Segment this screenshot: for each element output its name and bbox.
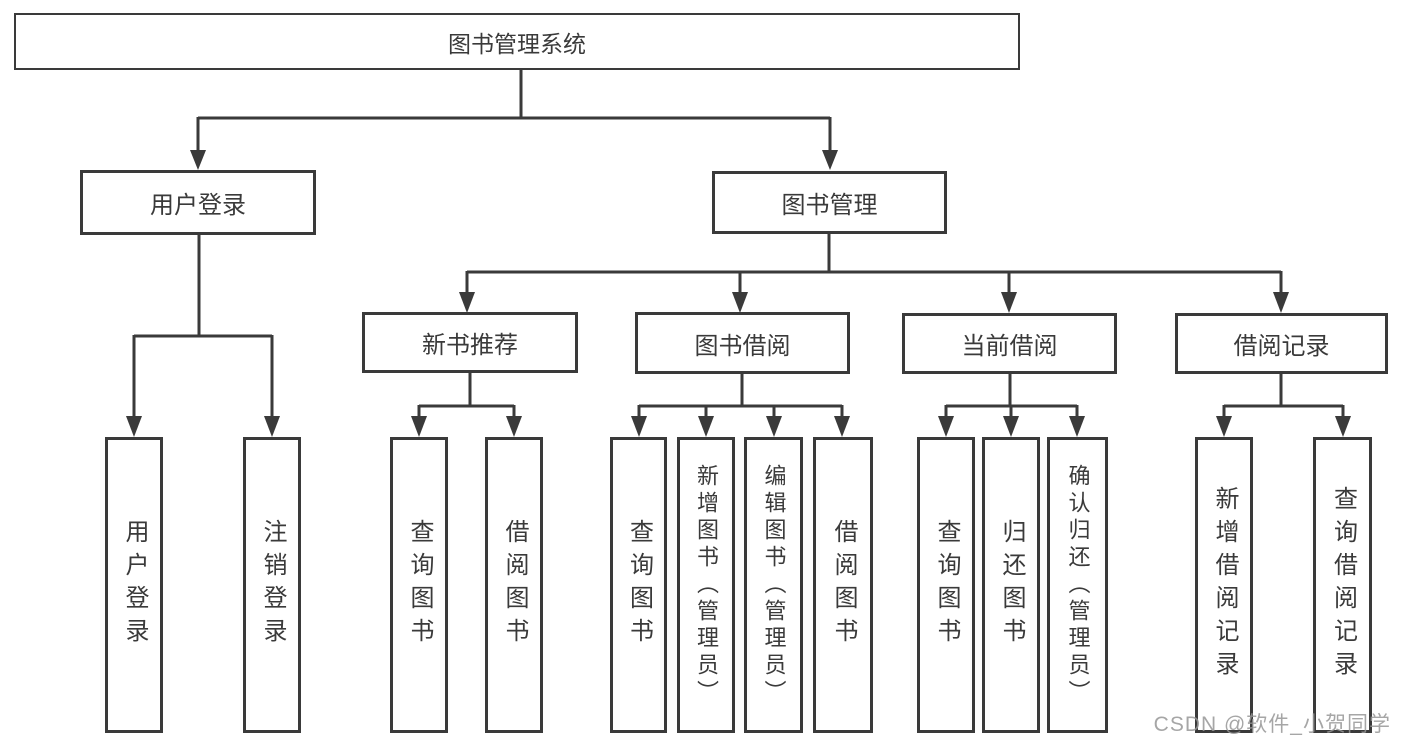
node-label: 图书管理	[781, 192, 878, 219]
leaf-user-login: 用户登录	[105, 437, 163, 733]
leaf-current-query-book: 查询图书	[917, 437, 975, 733]
leaf-label: 确认归还（管理员）	[1065, 463, 1091, 707]
leaf-new-book-borrow-book: 借阅图书	[485, 437, 543, 733]
node-new-book-recommend: 新书推荐	[362, 312, 578, 373]
edges-book-borrow-to-leaves	[631, 374, 850, 437]
leaf-label: 借阅图书	[501, 519, 528, 651]
edges-current-borrow-to-leaves	[938, 374, 1085, 437]
edges-root-to-level1	[190, 70, 838, 170]
leaf-return-book: 归还图书	[982, 437, 1040, 733]
leaf-borrow-borrow-book: 借阅图书	[813, 437, 873, 733]
node-borrow-record: 借阅记录	[1175, 313, 1388, 374]
leaf-label: 借阅图书	[830, 519, 857, 651]
leaf-label: 归还图书	[998, 519, 1025, 651]
leaf-label: 查询图书	[406, 519, 433, 651]
edges-borrow-record-to-leaves	[1216, 374, 1351, 437]
leaf-label: 新增图书（管理员）	[694, 463, 719, 707]
edges-new-book-to-leaves	[411, 373, 522, 437]
leaf-edit-book-admin: 编辑图书（管理员）	[744, 437, 803, 733]
leaf-label: 查询图书	[933, 519, 960, 651]
leaf-logout-login: 注销登录	[243, 437, 301, 733]
node-book-management: 图书管理	[712, 171, 947, 234]
leaf-new-book-query-book: 查询图书	[390, 437, 448, 733]
leaf-label: 注销登录	[259, 519, 286, 651]
leaf-label: 查询借阅记录	[1329, 486, 1357, 684]
node-label: 用户登录	[150, 192, 246, 219]
node-label: 图书管理系统	[448, 30, 586, 57]
node-book-borrow: 图书借阅	[635, 312, 850, 374]
edges-user-login-to-leaves	[126, 235, 280, 437]
leaf-add-borrow-record: 新增借阅记录	[1195, 437, 1253, 733]
leaf-label: 查询图书	[625, 519, 653, 651]
node-label: 借阅记录	[1233, 333, 1330, 360]
node-label: 新书推荐	[422, 332, 518, 359]
leaf-label: 编辑图书（管理员）	[761, 463, 787, 707]
csdn-watermark: CSDN @软件_小贺同学	[1153, 713, 1391, 736]
leaf-add-book-admin: 新增图书（管理员）	[677, 437, 735, 733]
leaf-label: 新增借阅记录	[1211, 486, 1238, 684]
node-user-login: 用户登录	[80, 170, 316, 235]
node-label: 图书借阅	[694, 332, 791, 360]
node-current-borrow: 当前借阅	[902, 313, 1117, 374]
leaf-query-borrow-record: 查询借阅记录	[1313, 437, 1372, 733]
leaf-label: 用户登录	[121, 519, 148, 651]
edges-book-management-to-level2	[459, 234, 1289, 313]
leaf-confirm-return-admin: 确认归还（管理员）	[1047, 437, 1108, 733]
leaf-borrow-query-book: 查询图书	[610, 437, 667, 733]
node-label: 当前借阅	[961, 333, 1058, 360]
node-library-management-system: 图书管理系统	[14, 13, 1020, 70]
